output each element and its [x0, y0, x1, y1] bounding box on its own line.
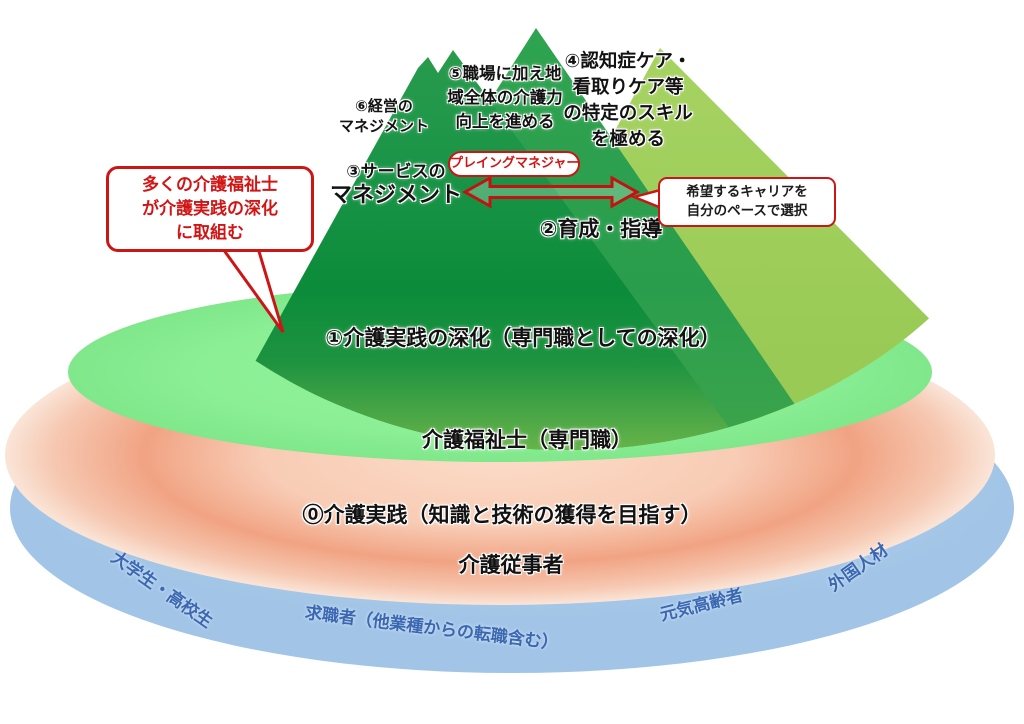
- callout-choose-career: 希望するキャリアを 自分のペースで選択: [658, 177, 836, 227]
- callout-many-care-workers: 多くの介護福祉士 が介護実践の深化 に取組む: [106, 166, 314, 252]
- label-community-care-improvement: ⑤職場に加え地 域全体の介護力 向上を進める: [447, 64, 563, 131]
- playing-manager-badge: プレイングマネジャー: [448, 151, 580, 177]
- label-service-management: ③サービスの マネジメント: [329, 162, 463, 208]
- label-training-guidance: ②育成・指導: [539, 217, 663, 241]
- label-certified-care-worker: 介護福祉士（専門職）: [422, 428, 632, 452]
- label-specialized-skills: ④認知症ケア・ 看取りケア等 の特定のスキル を極める: [563, 51, 693, 150]
- label-care-workers: 介護従事者: [458, 553, 564, 577]
- label-management-of-business: ⑥経営の マネジメント: [338, 97, 430, 135]
- label-deepening-care-practice: ①介護実践の深化（専門職としての深化）: [325, 326, 721, 350]
- label-care-practice-basics: ⓪介護実践（知識と技術の獲得を目指す）: [302, 503, 702, 527]
